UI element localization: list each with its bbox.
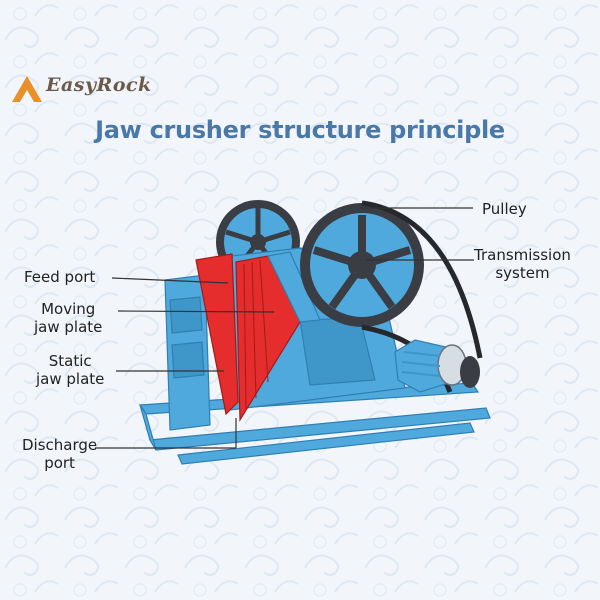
label-discharge-line2: port xyxy=(44,454,75,472)
label-trans-line1: Transmission xyxy=(474,246,571,264)
label-pulley: Pulley xyxy=(482,200,527,218)
label-moving-jaw-plate: Moving jaw plate xyxy=(34,300,102,336)
moving-jaw-plate xyxy=(235,251,321,423)
label-transmission-system: Transmission system xyxy=(474,246,571,282)
label-moving-line2: jaw plate xyxy=(34,318,103,336)
diagram-title: Jaw crusher structure principle xyxy=(95,116,505,144)
label-discharge-line1: Discharge xyxy=(22,436,98,454)
label-static-jaw-plate: Static jaw plate xyxy=(36,352,104,388)
label-moving-line1: Moving xyxy=(41,300,96,318)
pulley-wheel xyxy=(300,203,424,327)
label-trans-line2: system xyxy=(495,264,550,282)
label-static-line2: jaw plate xyxy=(36,370,105,388)
brand-logo-text: EasyRock xyxy=(46,74,152,96)
label-pulley-text: Pulley xyxy=(482,200,527,218)
leader-lines xyxy=(95,207,474,449)
label-feed-port-text: Feed port xyxy=(24,268,96,286)
label-static-line1: Static xyxy=(48,352,92,370)
easyrock-logo-icon xyxy=(12,76,42,102)
label-feed-port: Feed port xyxy=(24,268,95,286)
static-jaw-plate xyxy=(195,253,239,416)
label-discharge-port: Discharge port xyxy=(22,436,97,472)
electric-motor xyxy=(394,339,480,393)
